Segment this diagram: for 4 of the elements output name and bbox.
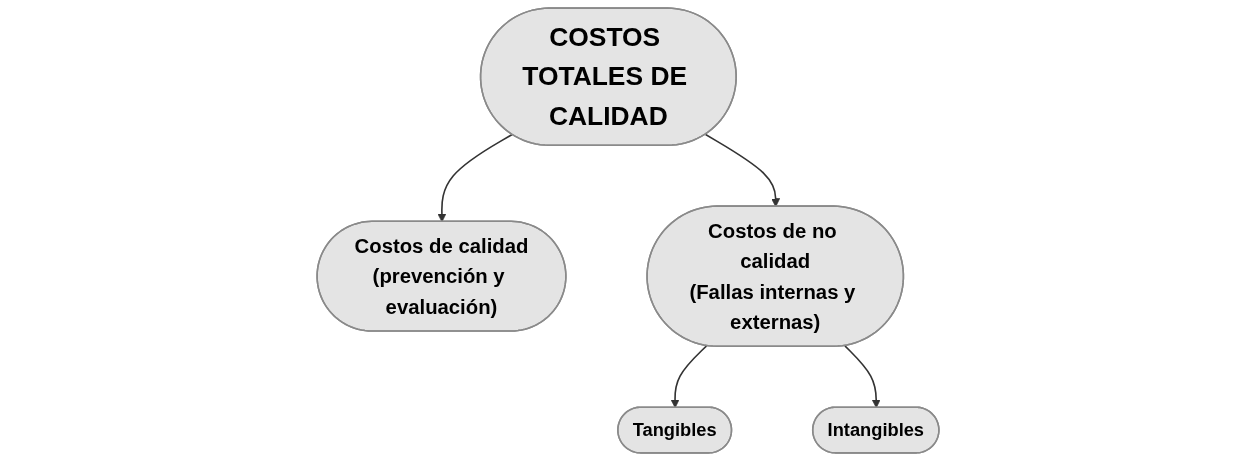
arrow: [704, 133, 781, 208]
arrow: [844, 345, 881, 409]
arrow: [670, 345, 708, 409]
arrow: [437, 133, 513, 223]
